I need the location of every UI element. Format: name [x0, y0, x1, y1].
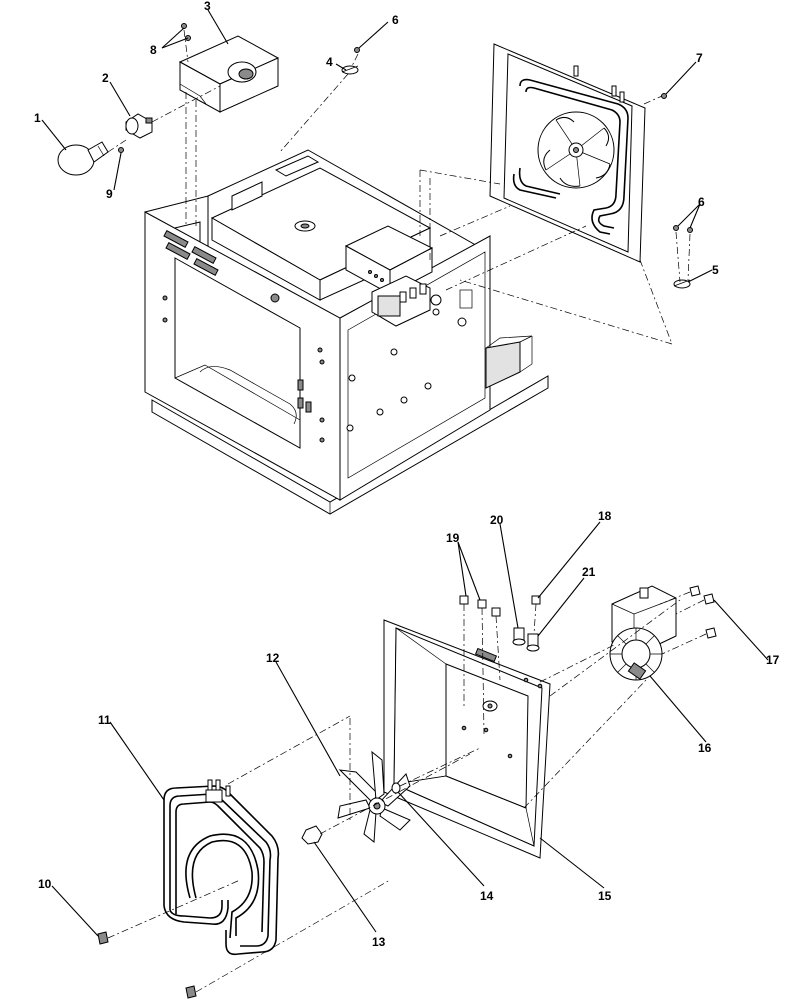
callout-1: 1 — [34, 111, 41, 125]
callout-2: 2 — [102, 71, 109, 85]
screw-6b-right — [687, 227, 693, 233]
rear-mounting-panel — [383, 619, 551, 859]
screw-17b — [703, 593, 715, 605]
callout-9: 9 — [106, 187, 113, 201]
fan-motor — [609, 585, 677, 681]
callout-5: 5 — [712, 263, 719, 277]
screw-8a — [181, 23, 187, 29]
callout-11: 11 — [98, 713, 111, 727]
callout-4: 4 — [326, 55, 333, 69]
callout-17: 17 — [766, 653, 780, 667]
fan-nut — [301, 825, 323, 845]
thermal-cutoff-right — [673, 279, 691, 289]
callout-14: 14 — [480, 889, 494, 903]
callout-13: 13 — [372, 935, 386, 949]
screw-7 — [661, 93, 667, 99]
callout-15: 15 — [598, 889, 612, 903]
callout-10: 10 — [38, 877, 52, 891]
rear-heater-panel-upper — [489, 43, 646, 263]
lamp-housing — [178, 35, 280, 113]
callout-6a: 6 — [392, 13, 399, 27]
lamp-bulb — [57, 141, 109, 176]
callout-12: 12 — [266, 651, 280, 665]
fan-washer — [391, 782, 401, 794]
callout-20: 20 — [490, 513, 504, 527]
screw-10a — [97, 931, 109, 945]
lower-assembly-lines — [107, 591, 707, 993]
callout-21: 21 — [582, 565, 596, 579]
screw-17a — [689, 585, 701, 597]
thermostat-20 — [512, 627, 526, 646]
thermal-cutoff-top — [341, 65, 359, 75]
upper-assembly-lines — [107, 29, 691, 345]
screw-17c — [705, 627, 717, 639]
screws-19 — [459, 595, 501, 617]
screw-6a-right — [673, 225, 679, 231]
cabinet-relay-block — [344, 225, 442, 327]
callout-19: 19 — [446, 531, 460, 545]
callout-labels: 1 2 3 4 5 6 6 7 8 9 10 11 12 13 14 15 16… — [34, 0, 780, 949]
thermostat-21 — [526, 633, 540, 652]
screw-6-top — [354, 47, 360, 53]
convection-heating-element — [163, 779, 280, 956]
lamp-socket — [125, 113, 153, 139]
callout-3: 3 — [204, 0, 211, 13]
callout-16: 16 — [698, 741, 712, 755]
screw-9 — [118, 147, 124, 153]
callout-18: 18 — [598, 509, 612, 523]
callout-6b: 6 — [698, 195, 705, 209]
leader-lines — [41, 9, 769, 937]
callout-8: 8 — [150, 43, 157, 57]
callout-7: 7 — [696, 51, 703, 65]
screw-10b — [185, 985, 197, 999]
